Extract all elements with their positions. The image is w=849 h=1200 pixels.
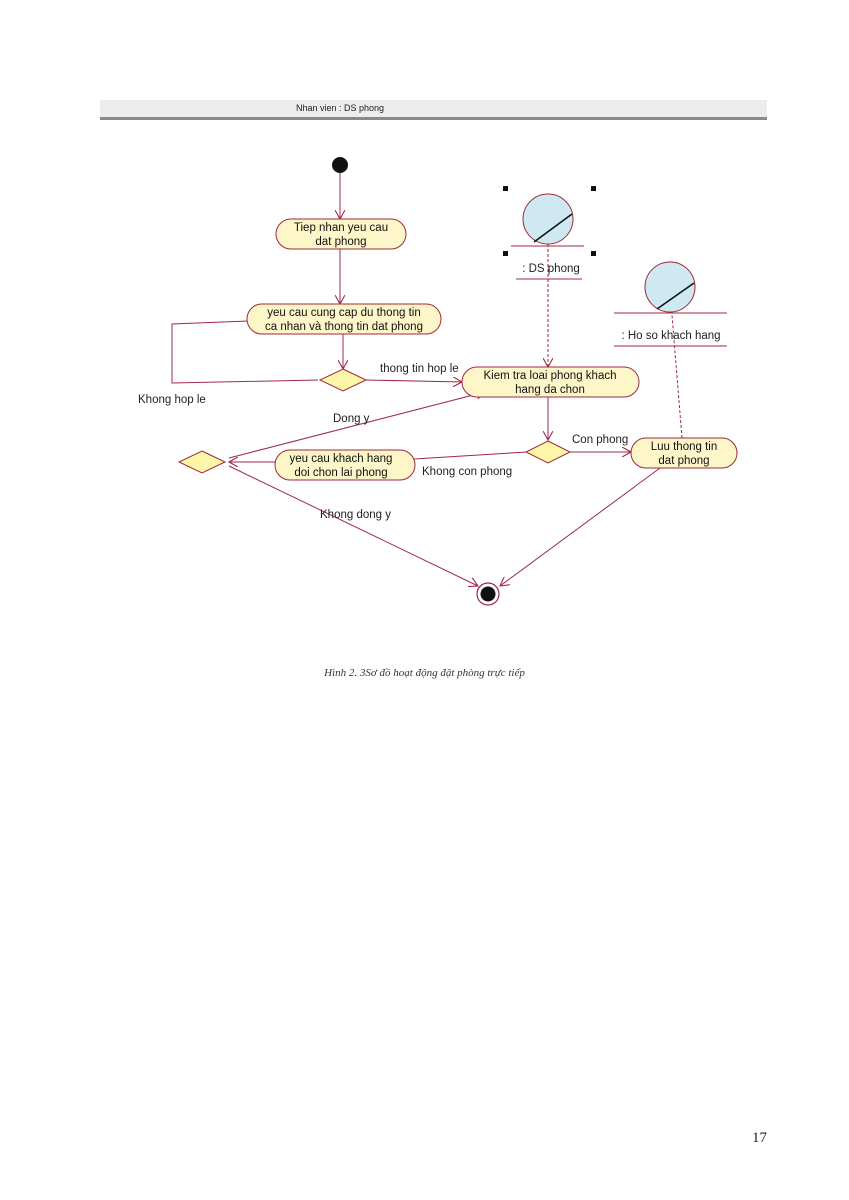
edge-ho-so-dependency — [671, 303, 683, 439]
label-khong-hop-le: Khong hop le — [138, 394, 206, 406]
initial-node — [332, 157, 348, 173]
label-khong-con-phong: Khong con phong — [422, 466, 512, 478]
selection-handle — [591, 251, 596, 256]
selection-handle — [503, 251, 508, 256]
activity-yeu-cau-cung-cap: yeu cau cung cap du thong tin ca nhan và… — [246, 303, 442, 335]
swimlane-header: Nhan vien : DS phong — [100, 100, 767, 120]
figure-caption: Hình 2. 3Sơ đồ hoạt động đặt phòng trực … — [324, 667, 525, 679]
label-khong-dong-y: Khong dong y — [320, 509, 391, 521]
activity-yeu-cau-doi-line2: doi chon lai phong — [294, 467, 387, 479]
activity-yeu-cau-cung-cap-line1: yeu cau cung cap du thong tin — [267, 307, 420, 319]
edge-thong-tin-hop-le — [365, 380, 462, 382]
edge-khong-dong-y — [228, 465, 478, 586]
activity-kiem-tra-line1: Kiem tra loai phong khach — [484, 370, 617, 382]
activity-luu-thong-tin: Luu thong tin dat phong — [630, 437, 738, 469]
edges — [171, 173, 683, 586]
selection-handle — [503, 186, 508, 191]
page-number: 17 — [752, 1130, 767, 1146]
label-con-phong: Con phong — [572, 434, 628, 446]
label-thong-tin-hop-le: thong tin hop le — [380, 363, 459, 375]
selection-handle — [591, 186, 596, 191]
activity-yeu-cau-cung-cap-line2: ca nhan và thong tin dat phong — [265, 321, 423, 333]
decision-hop-le — [318, 368, 368, 392]
object-ds-phong-label: : DS phong — [522, 263, 580, 275]
object-ho-so-khach-hang: : Ho so khach hang — [614, 261, 727, 347]
activity-tiep-nhan-line1: Tiep nhan yeu cau — [294, 222, 388, 234]
activity-tiep-nhan-line2: dat phong — [315, 236, 366, 248]
object-ho-so-label: : Ho so khach hang — [621, 330, 720, 342]
label-dong-y: Dong y — [333, 413, 370, 425]
decision-dong-y — [177, 450, 227, 474]
activity-tiep-nhan: Tiep nhan yeu cau dat phong — [275, 218, 407, 250]
edge-luu-to-end — [500, 467, 661, 586]
object-ds-phong: : DS phong — [503, 186, 596, 280]
edge-khong-hop-le-loop — [171, 320, 319, 384]
activity-luu-thong-tin-line2: dat phong — [658, 455, 709, 467]
activity-kiem-tra-line2: hang da chon — [515, 384, 585, 396]
activity-kiem-tra: Kiem tra loai phong khach hang da chon — [461, 366, 640, 398]
activity-yeu-cau-doi-line1: yeu cau khach hang — [290, 453, 393, 465]
decision-con-phong — [524, 440, 572, 464]
swimlane-title: Nhan vien : DS phong — [296, 103, 385, 113]
final-node — [476, 582, 500, 606]
edge-dong-y — [228, 392, 485, 459]
edge-khong-con-phong — [398, 451, 528, 460]
activity-luu-thong-tin-line1: Luu thong tin — [651, 441, 718, 453]
activity-yeu-cau-doi: yeu cau khach hang doi chon lai phong — [274, 449, 416, 481]
